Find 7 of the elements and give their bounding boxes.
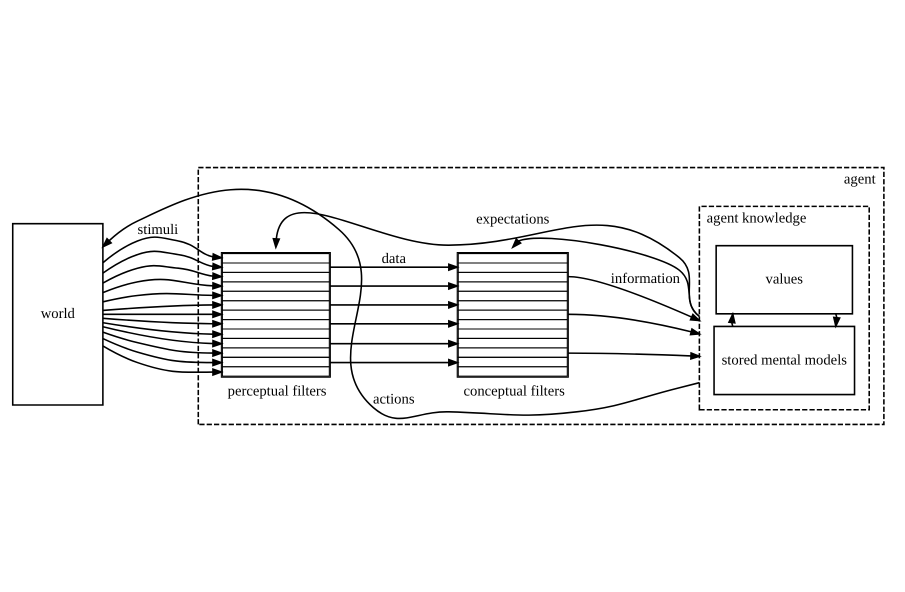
edge-label: data <box>382 251 406 268</box>
edge-label: stimuli <box>138 222 178 238</box>
node-label: conceptual filters <box>464 383 565 400</box>
edge-label: information <box>610 271 680 288</box>
edge-label: expectations <box>476 211 550 228</box>
node-label: perceptual filters <box>228 383 327 400</box>
edge-label: actions <box>373 392 415 408</box>
